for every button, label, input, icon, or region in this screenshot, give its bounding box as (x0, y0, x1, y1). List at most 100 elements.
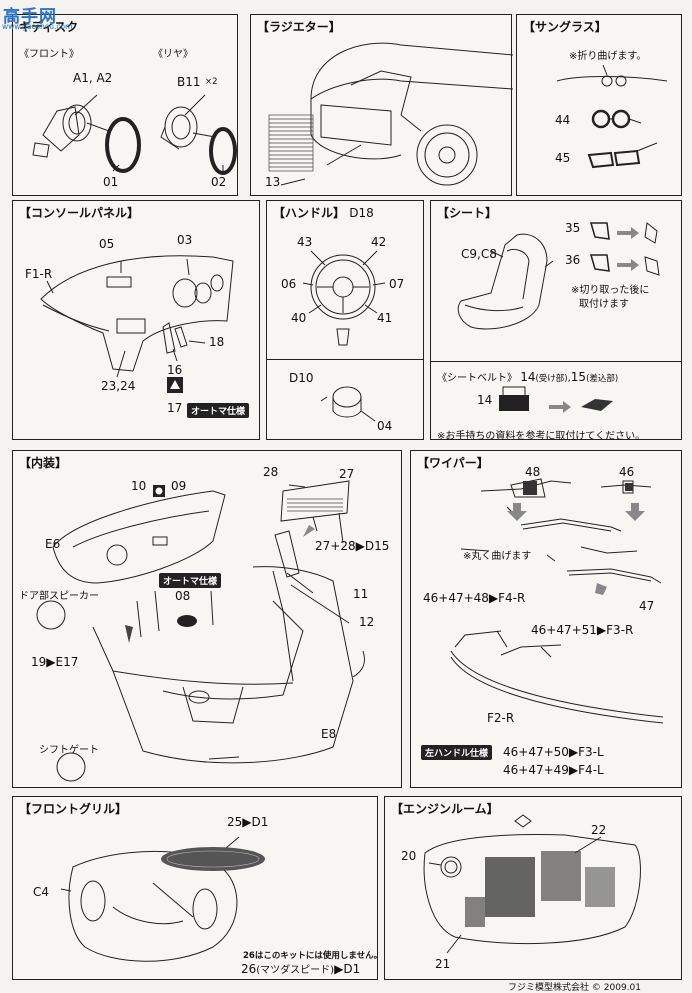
part-46-47-50: 46+47+50▶F3-L (503, 745, 604, 759)
part-d1: D1 (251, 815, 269, 829)
arrow-right-icon: ▶ (334, 962, 344, 976)
part-f1r: F1-R (25, 267, 53, 281)
part-09: 09 (171, 479, 187, 493)
part-46-47-51: 46+47+51▶F3-R (531, 623, 633, 637)
footer-copyright: © (591, 983, 601, 993)
panel-handle: 【ハンドル】 D18 43 42 06 07 40 41 D10 04 (266, 200, 424, 440)
seat-divider (431, 361, 681, 362)
seat-belt-comma: , (567, 373, 571, 384)
seat-drawing (457, 222, 660, 413)
part-44: 44 (555, 113, 571, 127)
panel-title: 【エンジンルーム】 (391, 802, 499, 816)
sunglasses-drawing (556, 64, 668, 169)
part-42: 42 (371, 235, 387, 249)
part-d15: D15 (364, 539, 390, 553)
watermark-url: www.gaoshou.com (2, 22, 73, 31)
part-40: 40 (291, 311, 307, 325)
grill-drawing (60, 836, 265, 962)
part-c4: C4 (33, 885, 50, 899)
panel-seat: 【シート】 C9,C8 35 36 ※切り取った後に 取付けます 《シートベルト… (430, 200, 682, 442)
arrow-right-icon: ▶ (242, 815, 252, 829)
radiator-drawing (268, 42, 514, 186)
handle-title-text: 【ハンドル】 (273, 206, 346, 220)
part-46-47-50-text: 46+47+50 (503, 745, 569, 759)
seat-belt-15: 15 (570, 370, 587, 384)
part-e8: E8 (321, 727, 337, 741)
label-front: 《フロント》 (19, 49, 79, 60)
part-c9-c8: C9,C8 (461, 247, 497, 261)
part-e17: E17 (55, 655, 79, 669)
part-f3l: F3-L (578, 745, 604, 759)
part-05: 05 (99, 237, 115, 251)
part-14: 14 (477, 393, 493, 407)
arrow-right-icon: ▶ (596, 623, 607, 637)
panel-title: キディスク (19, 20, 79, 34)
part-25-d1: 25▶D1 (227, 815, 268, 829)
part-27-28: 27+28▶D15 (315, 539, 389, 553)
panel-title: 【コンソールパネル】 (19, 206, 140, 220)
door-speaker-label: ドア部スピーカー (19, 591, 99, 602)
panel-title: 【サングラス】 (523, 20, 607, 34)
lhd-badge: 左ハンドル仕様 (421, 745, 493, 760)
part-b11-qty: ×2 (205, 77, 218, 87)
console-drawing (40, 255, 234, 393)
part-21: 21 (435, 957, 451, 971)
automatic-badge: オートマ仕様 (159, 573, 222, 588)
part-13: 13 (265, 175, 281, 189)
brake-drawing (32, 94, 237, 175)
panel-title: 【ハンドル】 D18 (273, 204, 374, 221)
panel-title: 【シート】 (437, 206, 498, 220)
part-48: 48 (525, 465, 541, 479)
part-43: 43 (297, 235, 313, 249)
part-12: 12 (359, 615, 375, 629)
panel-title: 【フロントグリル】 (19, 802, 128, 816)
seat-belt-title: 《シートベルト》 (437, 373, 517, 384)
part-46-47-51-text: 46+47+51 (531, 623, 597, 637)
part-20: 20 (401, 849, 417, 863)
wiper-note: ※丸く曲げます (463, 551, 532, 562)
part-41: 41 (377, 311, 393, 325)
part-46: 46 (619, 465, 635, 479)
arrow-right-icon: ▶ (488, 591, 499, 605)
sunglasses-note: ※折り曲げます。 (569, 51, 647, 62)
arrow-right-icon: ▶ (46, 655, 56, 669)
part-23-24: 23,24 (101, 379, 136, 393)
part-28: 28 (263, 465, 279, 479)
part-e6: E6 (45, 537, 61, 551)
watermark-text: 高手网 (3, 7, 57, 27)
interior-drawing (36, 480, 366, 782)
part-46-47-49: 46+47+49▶F4-L (503, 763, 604, 777)
part-36: 36 (565, 253, 581, 267)
part-06: 06 (281, 277, 297, 291)
arrow-right-icon: ▶ (355, 539, 365, 553)
part-03: 03 (177, 233, 193, 247)
part-b11: B11 (177, 75, 201, 89)
part-07: 07 (389, 277, 405, 291)
part-26-sub: (マツダスピード) (256, 965, 335, 976)
panel-radiator: 【ラジエター】 13 (250, 14, 514, 196)
seat-belt-note: ※お手持ちの資料を参考に取付けてください。 (437, 431, 646, 442)
part-19: 19 (31, 655, 47, 669)
automatic-badge: オートマ仕様 (187, 403, 250, 418)
part-08: 08 (175, 589, 191, 603)
part-16: 16 (167, 363, 183, 377)
panel-wiper: 【ワイパー】 48 46 ※丸く曲げます 47 46+47+48▶F4-R 46… (410, 450, 682, 788)
part-01: 01 (103, 175, 119, 189)
engine-drawing (423, 814, 641, 954)
grill-note: 26はこのキットには使用しません。 (243, 951, 383, 961)
seat-belt-14: 14 (520, 370, 536, 384)
footer-year: 2009.01 (603, 983, 641, 993)
footer: フジミ模型株式会社 © 2009.01 (508, 980, 641, 993)
part-f4l: F4-L (578, 763, 604, 777)
seat-belt-14-sub: (受け部) (535, 374, 568, 384)
part-26-d1: 26(マツダスピード)▶D1 (241, 961, 360, 976)
seat-belt-15-sub: (差込部) (586, 374, 619, 384)
part-02: 02 (211, 175, 227, 189)
label-rear: 《リヤ》 (153, 49, 193, 60)
seat-note-1: ※切り取った後に (571, 285, 650, 296)
panel-interior: 【内装】 10 09 E6 ドア部スピーカー オートマ仕様 08 28 27 2… (12, 450, 402, 788)
part-27-28-text: 27+28 (315, 539, 356, 553)
part-19-e17: 19▶E17 (31, 655, 78, 669)
part-11: 11 (353, 587, 369, 601)
shift-gate-label: シフトゲート (39, 745, 99, 756)
